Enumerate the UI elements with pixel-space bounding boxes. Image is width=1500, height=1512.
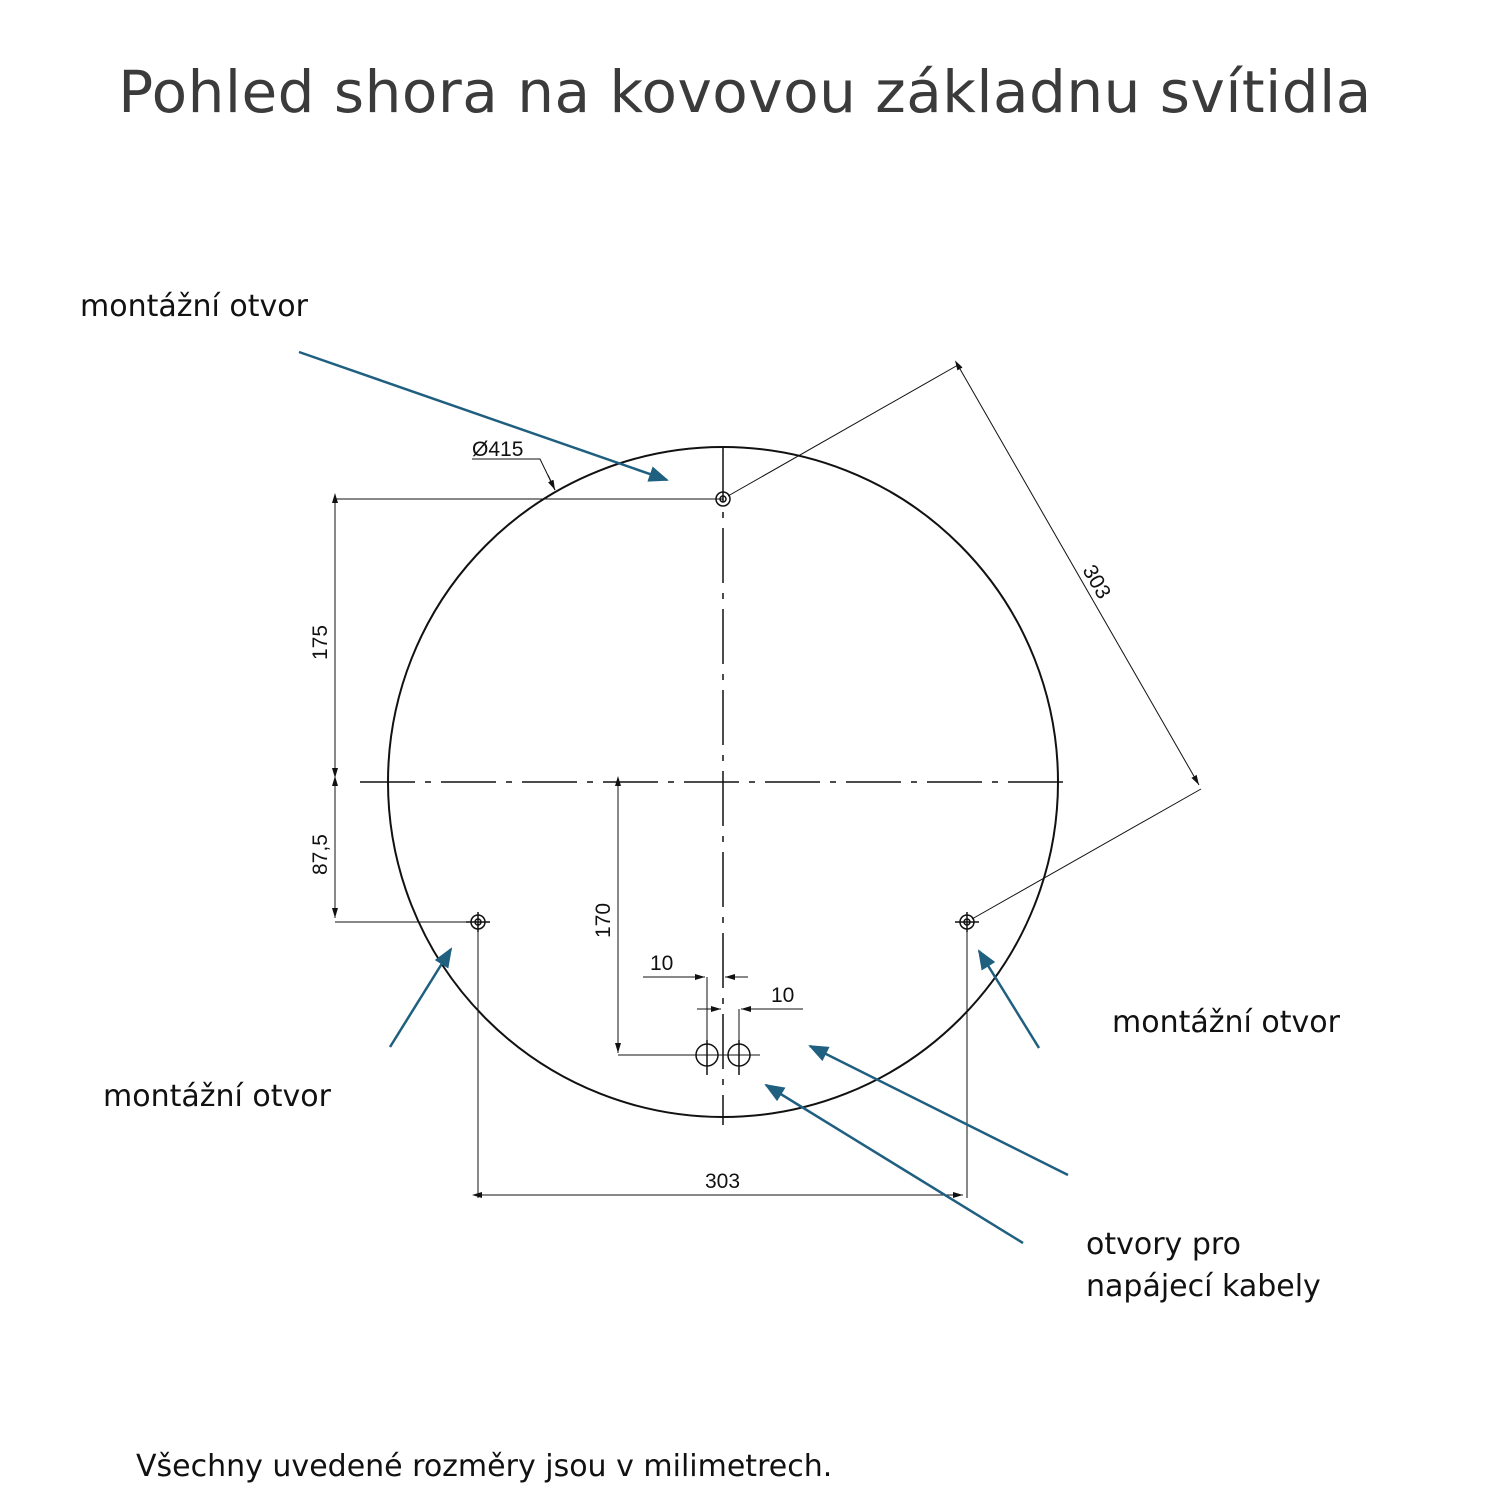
label-cables-line2: napájecí kabely <box>1086 1269 1321 1304</box>
page-title: Pohled shora na kovovou základnu svítidl… <box>118 58 1372 126</box>
cable-hole-right <box>727 1040 751 1075</box>
footer-note: Všechny uvedené rozměry jsou v milimetre… <box>136 1449 833 1484</box>
dim-diameter: Ø415 <box>472 438 523 461</box>
label-mount-top: montážní otvor <box>80 289 308 324</box>
pointer-arrow-right <box>977 949 1041 1049</box>
mount-hole-right <box>955 912 979 932</box>
dim-cable-left: 10 <box>650 952 673 975</box>
dim-cable-offset: 170 <box>592 903 615 938</box>
dim-diagonal: 303 <box>1078 561 1115 603</box>
dim-bottom-offset: 87,5 <box>309 834 332 875</box>
pointer-arrow-left <box>388 947 453 1048</box>
dim-top-offset: 175 <box>309 625 332 660</box>
dim-cable-right: 10 <box>771 984 794 1007</box>
label-cables: otvory pro napájecí kabely <box>1086 1224 1321 1308</box>
label-mount-left: montážní otvor <box>103 1079 331 1114</box>
label-cables-line1: otvory pro <box>1086 1227 1241 1262</box>
label-mount-right: montážní otvor <box>1112 1005 1340 1040</box>
pointer-arrow-top <box>298 350 669 482</box>
dim-bottom-span: 303 <box>705 1170 740 1193</box>
cable-hole-left <box>695 1040 719 1075</box>
pointer-arrow-cable-2 <box>764 1083 1024 1245</box>
pointer-arrow-cable-1 <box>808 1044 1069 1177</box>
